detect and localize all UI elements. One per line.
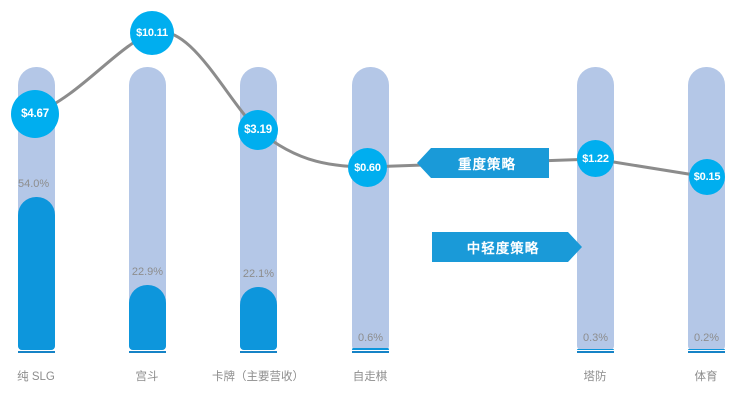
category-label-5: 塔防 (583, 371, 607, 383)
bar-pct-label-5: 0.3% (582, 332, 609, 344)
value-dot-1[interactable]: $4.67 (11, 90, 59, 138)
bar-track-5 (577, 67, 614, 350)
bar-underline-4 (352, 351, 389, 353)
value-dot-4[interactable]: $0.60 (348, 148, 387, 187)
callout-heavy-strategy[interactable]: 重度策略 (417, 148, 549, 178)
bar-track-4 (352, 67, 389, 350)
bar-pct-label-3: 22.1% (242, 268, 275, 280)
category-label-3: 卡牌（主要营收） (212, 371, 304, 383)
bar-pct-label-6: 0.2% (693, 332, 720, 344)
bar-underline-2 (129, 351, 166, 353)
value-dot-5[interactable]: $1.22 (577, 140, 614, 177)
bar-pct-label-1: 54.0% (18, 178, 50, 190)
value-dot-6[interactable]: $0.15 (689, 159, 725, 195)
bar-pct-label-2: 22.9% (131, 266, 164, 278)
category-label-4: 自走棋 (352, 371, 388, 383)
bar-fill-4 (352, 348, 389, 350)
category-label-6: 体育 (694, 371, 718, 383)
category-label-1: 纯 SLG (17, 371, 55, 383)
bar-underline-5 (577, 351, 614, 353)
bar-fill-2 (129, 285, 166, 350)
bar-pct-label-4: 0.6% (357, 332, 384, 344)
callout-light-strategy[interactable]: 中轻度策略 (432, 232, 582, 262)
bar-underline-6 (688, 351, 725, 353)
bar-underline-3 (240, 351, 277, 353)
bar-fill-1 (18, 197, 55, 350)
category-label-2: 宫斗 (135, 371, 159, 383)
value-dot-3[interactable]: $3.19 (238, 110, 278, 150)
bar-fill-6 (688, 349, 725, 350)
bar-fill-3 (240, 287, 277, 350)
value-dot-2[interactable]: $10.11 (130, 11, 174, 55)
bar-fill-5 (577, 349, 614, 350)
bar-underline-1 (18, 351, 55, 353)
bar-track-6 (688, 67, 725, 350)
